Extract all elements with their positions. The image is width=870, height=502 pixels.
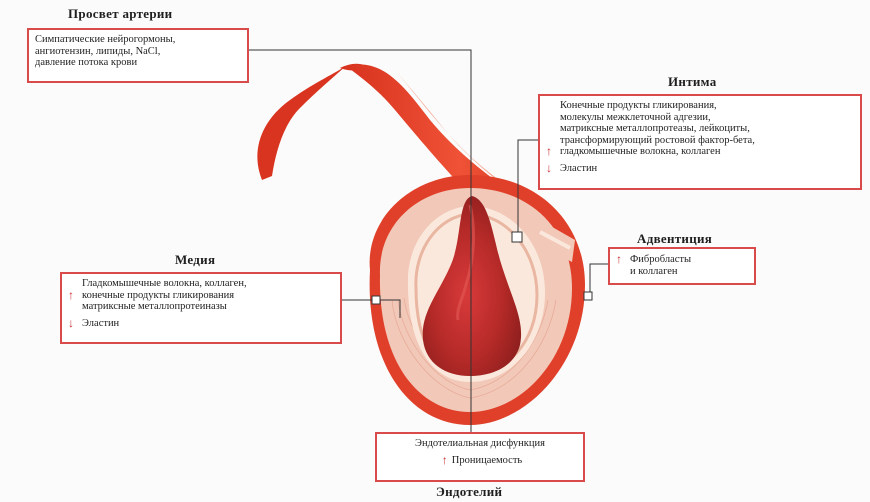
decrease-arrow-icon: ↓ [68,318,82,330]
intima-factors-box: ↑ Конечные продукты гликирования, ↑ моле… [538,94,862,190]
increase-arrow-icon: ↑ [68,290,82,302]
intima-heading: Интима [668,74,717,90]
intima-line: гладкомышечные волокна, коллаген [560,146,720,158]
adventitia-heading: Адвентиция [637,231,712,247]
lumen-factors-box: Симпатические нейрогормоны, ангиотензин,… [27,28,249,83]
endothelium-heading: Эндотелий [436,484,502,500]
endothelium-line: Эндотелиальная дисфункция [383,438,577,450]
media-line: матриксные металлопротеиназы [82,301,227,313]
intima-decrease-text: Эластин [560,163,597,175]
adventitia-line: и коллаген [630,266,678,278]
increase-arrow-icon: ↑ [546,146,560,158]
media-line: Гладкомышечные волокна, коллаген, [82,278,247,290]
media-line: конечные продукты гликирования [82,290,234,302]
intima-line: Конечные продукты гликирования, [560,100,717,112]
intima-line: молекулы межклеточной адгезии, [560,112,711,124]
endothelium-increase-text: Проницаемость [452,455,522,467]
adventitia-line: Фибробласты [630,254,691,266]
adventitia-factors-box: ↑ Фибробласты ↑ и коллаген [608,247,756,285]
lumen-line: давление потока крови [35,57,241,69]
intima-line: матриксные металлопротеазы, лейкоциты, [560,123,750,135]
increase-arrow-icon: ↑ [616,254,630,266]
lumen-line: ангиотензин, липиды, NaCl, [35,46,241,58]
media-factors-box: ↑ Гладкомышечные волокна, коллаген, ↑ ко… [60,272,342,344]
artery-tail [257,66,346,180]
decrease-arrow-icon: ↓ [546,163,560,175]
intima-line: трансформирующий ростовой фактор-бета, [560,135,755,147]
lumen-line: Симпатические нейрогормоны, [35,34,241,46]
media-heading: Медия [175,252,215,268]
increase-arrow-icon: ↑ [438,455,452,467]
endothelium-factors-box: Эндотелиальная дисфункция ↑ Проницаемост… [375,432,585,482]
media-decrease-text: Эластин [82,318,119,330]
lumen-heading: Просвет артерии [68,6,172,22]
